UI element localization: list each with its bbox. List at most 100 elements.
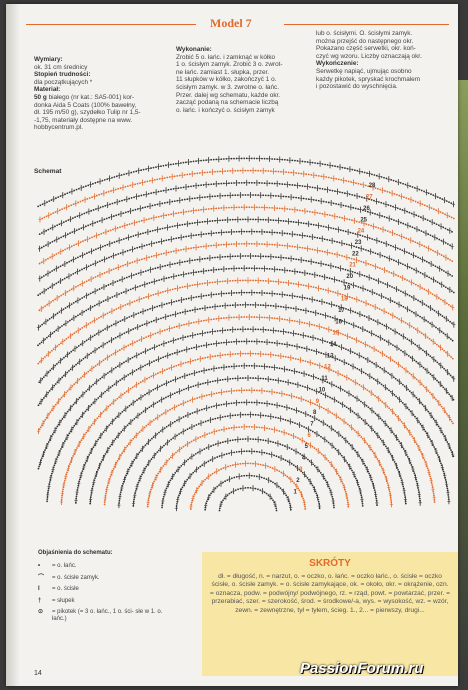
chain-mark	[431, 484, 434, 486]
chain-mark	[181, 286, 184, 289]
chain-mark	[128, 275, 131, 278]
chain-mark	[187, 247, 190, 250]
chain-mark	[78, 417, 81, 420]
chain-mark	[446, 391, 449, 394]
chain-mark	[50, 472, 53, 475]
chain-mark	[271, 403, 273, 406]
chain-mark	[321, 437, 324, 440]
chain-mark	[438, 282, 441, 285]
chain-mark	[74, 381, 77, 384]
chain-mark	[368, 390, 371, 393]
chain-mark	[396, 331, 399, 334]
chain-mark	[273, 403, 276, 406]
chain-mark	[428, 261, 430, 264]
chain-mark	[429, 248, 432, 251]
chain-mark	[275, 219, 277, 222]
chain-mark	[94, 364, 97, 367]
chain-mark	[416, 345, 419, 347]
chain-mark	[317, 500, 320, 503]
chain-mark	[68, 289, 71, 292]
magazine-page: Model 7 Wymiary: ok. 31 cm średnicy Stop…	[6, 4, 458, 686]
chain-mark	[80, 395, 83, 397]
chain-mark	[268, 427, 271, 430]
chain-mark	[402, 383, 404, 386]
chain-mark	[109, 229, 112, 232]
chain-mark	[373, 431, 376, 433]
chain-mark	[277, 485, 280, 488]
chain-mark	[243, 291, 246, 294]
chain-mark	[266, 390, 268, 393]
chain-mark	[177, 274, 180, 277]
chain-mark	[182, 236, 185, 238]
chain-mark	[274, 441, 277, 444]
chain-mark	[296, 295, 299, 298]
chain-mark	[158, 400, 161, 402]
chain-mark	[255, 206, 258, 209]
chain-mark	[248, 450, 251, 453]
chain-mark	[105, 257, 108, 260]
chain-mark	[181, 311, 184, 314]
chain-mark	[258, 267, 261, 270]
chain-mark	[444, 479, 447, 481]
chain-mark	[433, 309, 436, 312]
chain-mark	[152, 388, 155, 391]
chain-mark	[135, 369, 138, 371]
chain-mark	[371, 480, 374, 483]
chain-mark	[212, 244, 215, 247]
chain-mark	[125, 276, 128, 279]
chain-mark	[383, 324, 386, 327]
chain-mark	[157, 253, 160, 256]
chain-mark	[138, 479, 141, 482]
chain-mark	[106, 486, 109, 489]
chain-mark	[278, 244, 281, 247]
chain-mark	[195, 271, 198, 274]
chain-mark	[99, 462, 102, 465]
chain-mark	[302, 259, 305, 262]
chain-mark	[284, 459, 287, 462]
chain-mark	[362, 248, 365, 251]
chain-mark	[351, 296, 354, 299]
chain-mark	[100, 345, 102, 348]
chain-mark	[134, 208, 137, 211]
chain-mark	[180, 403, 182, 406]
chain-mark	[140, 352, 143, 355]
chain-mark	[77, 419, 80, 422]
chain-mark	[197, 209, 200, 211]
chain-mark	[99, 395, 101, 398]
chain-mark	[258, 230, 261, 233]
chain-mark	[302, 359, 304, 362]
chain-mark	[361, 401, 364, 404]
chain-mark	[44, 418, 47, 421]
chain-mark	[304, 247, 306, 250]
chain-mark	[215, 268, 218, 271]
chain-mark	[321, 212, 324, 215]
chain-mark	[355, 431, 358, 434]
chain-mark	[87, 370, 90, 373]
chain-mark	[343, 255, 346, 258]
chain-mark	[403, 450, 406, 452]
chain-mark	[133, 260, 136, 263]
chain-mark	[297, 333, 300, 336]
chain-mark	[108, 370, 111, 373]
chain-mark	[442, 299, 444, 302]
chain-mark	[333, 413, 336, 416]
chain-mark	[225, 316, 228, 319]
chain-mark	[80, 439, 83, 442]
chain-mark	[77, 284, 79, 287]
chain-mark	[119, 493, 122, 496]
chain-mark	[320, 406, 323, 409]
chain-mark	[141, 380, 144, 382]
chain-mark	[402, 448, 405, 450]
chain-mark	[284, 380, 287, 383]
chain-mark	[56, 425, 59, 428]
chain-mark	[339, 417, 342, 420]
chain-mark	[59, 398, 61, 401]
chain-mark	[207, 244, 210, 247]
chain-mark	[142, 471, 144, 474]
chain-mark	[248, 425, 251, 428]
chain-mark	[395, 274, 397, 276]
chain-mark	[254, 438, 257, 441]
chain-mark	[214, 281, 216, 283]
chain-mark	[150, 437, 153, 440]
chain-mark	[393, 412, 395, 415]
